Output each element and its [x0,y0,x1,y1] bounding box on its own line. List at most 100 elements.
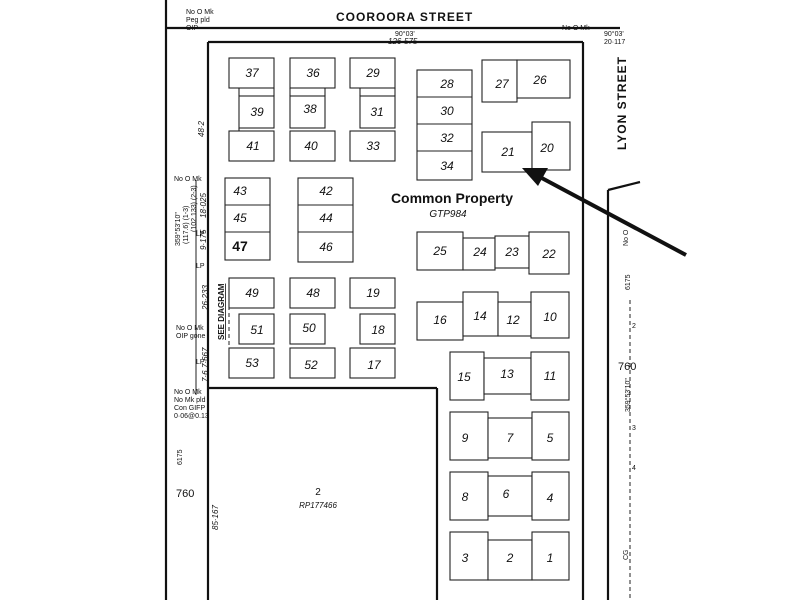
lot-23: 23 [504,245,519,259]
annot-peg-pld: Peg pld [186,17,210,24]
lyon-street-label: LYON STREET [615,56,629,150]
lot-14: 14 [473,309,487,323]
annot-small-2: 2 [632,323,636,330]
lot-block-48-50-52 [289,277,336,379]
lot-32: 32 [440,131,454,145]
annot-dim-9-175: 9·175 [199,229,208,250]
lot-block-20-21 [481,121,571,173]
lot-40: 40 [304,139,318,153]
annot-dim-18-025: 18·025 [199,193,208,218]
lot-41: 41 [246,139,259,153]
lot-51: 51 [250,323,263,337]
lot-7: 7 [507,431,515,445]
annot-dist-top: 126·575 [388,37,418,46]
lot-26: 26 [532,73,547,87]
lot-15: 15 [457,370,471,384]
annot-no-o-mk-peg: No O Mk [186,9,214,16]
annot-bearing-right: 90°03' [604,30,624,38]
lot-38: 38 [303,102,317,116]
lot-50: 50 [302,321,316,335]
annot-bearing-top: 90°03' [395,30,415,38]
lot-2: 2 [506,551,514,565]
annot-bearing-right2: 359°53'10" [624,378,632,412]
lot-1: 1 [547,551,554,565]
lot-block-22-25 [416,231,570,275]
annot-dim-85-167: 85·167 [211,505,220,530]
arrow-to-lot-21 [522,168,687,257]
annot-lp3: LP [196,359,205,366]
annot-dim-760-left: 760 [176,488,194,500]
large-lot-plan: RP177466 [299,501,337,510]
annot-top-mark-right: No O Mk [562,25,590,32]
annot-dim-6175-left: 6175 [177,449,184,465]
annot-dim-7-667: 7·667 [201,347,210,368]
annot-bearing-left: 359°53'10" [174,212,182,246]
lot-19: 19 [366,286,380,300]
lot-13: 13 [500,367,514,381]
annot-dim-26-233: 26·233 [201,285,210,311]
annot-cg: CG [623,550,630,561]
annot-no-o-right: No O [623,229,630,246]
lot-52: 52 [304,358,318,372]
lot-28: 28 [439,77,454,91]
annot-dist-117: (117.6) (1-3) [183,206,190,244]
lot-49: 49 [245,286,259,300]
lot-27: 27 [494,77,510,91]
lot-34: 34 [440,159,454,173]
boundary-lines [164,0,641,600]
lot-11: 11 [544,369,556,383]
lot-8: 8 [462,490,469,504]
lot-4: 4 [547,491,554,505]
annot-see-diagram: SEE DIAGRAM [217,283,226,340]
common-property-label: Common Property [391,190,513,206]
lot-16: 16 [433,313,447,327]
lot-block-1-3 [449,531,570,581]
lot-36: 36 [306,66,320,80]
annot-no-o-mk-4: No O Mk [174,389,202,396]
annot-small-3: 3 [632,425,636,432]
annot-no-o-mk-3: No O Mk [176,325,204,332]
common-property-plan: GTP984 [429,209,467,220]
lot-numbers: 37 39 41 36 38 40 29 31 33 28 30 32 34 2… [232,66,557,565]
annot-small-4: 4 [632,465,636,472]
lot-31: 31 [370,105,383,119]
lot-39: 39 [250,105,264,119]
lot-20: 20 [539,141,554,155]
annot-con-dims: 0·06@0.13 [174,413,209,420]
lot-25: 25 [432,244,447,258]
lot-12: 12 [506,313,520,327]
annot-dim-7-6: 7·6 [201,370,210,382]
lot-43: 43 [233,184,247,198]
annot-dist-right: 20·117 [604,39,625,46]
annot-lp2: LP [196,263,205,270]
lot-37: 37 [245,66,260,80]
lot-block-10-16 [416,291,570,341]
lot-block-29-31-33 [349,57,396,162]
lot-block-36-38-40 [289,57,336,162]
lot-block-49-51-53 [228,277,275,379]
lot-block-4-8 [449,471,570,521]
annot-oip: OIP [186,25,198,32]
lot-21: 21 [500,145,514,159]
lot-6: 6 [503,487,510,501]
lot-block-5-9 [449,411,570,461]
lot-48: 48 [306,286,320,300]
annot-lp1: LP [196,231,205,238]
lot-47: 47 [232,238,248,254]
lot-42: 42 [319,184,333,198]
cooroora-street-label: COOROORA STREET [336,10,473,24]
lot-block-37-39-41 [228,57,275,162]
large-lot-number: 2 [315,487,321,498]
lot-5: 5 [547,431,554,445]
lot-17: 17 [367,358,382,372]
lot-3: 3 [462,551,469,565]
lot-block-11-15 [449,351,570,401]
annot-dim-760-right: 760 [618,361,636,373]
annot-dist-102: (102.133) (2-3) [191,185,198,232]
lot-45: 45 [233,211,247,225]
lot-29: 29 [365,66,380,80]
annot-dim-6175-right: 6175 [625,274,632,290]
lot-block-42-46 [297,177,354,263]
lot-33: 33 [366,139,380,153]
